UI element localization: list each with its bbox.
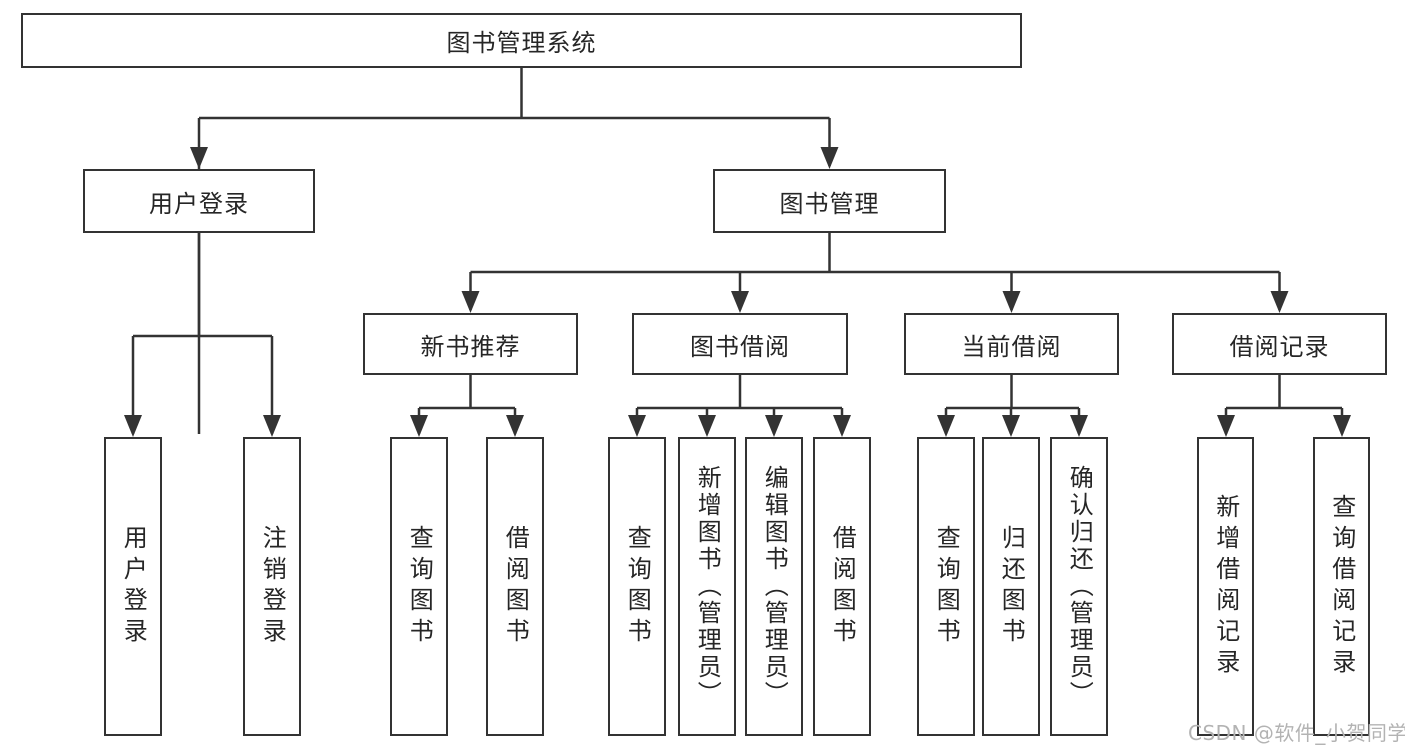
- connector-records-to-leaves: [1224, 375, 1344, 434]
- leaf-label: 注销登录: [258, 524, 287, 649]
- arrow-down-icon: [1217, 415, 1235, 437]
- leaf-confirm-return-admin: 确认归还（管理员）: [1050, 437, 1108, 736]
- leaf-label: 查询图书: [405, 524, 434, 649]
- leaf-user-login: 用户登录: [104, 437, 162, 736]
- arrow-down-icon: [1270, 291, 1289, 313]
- arrow-down-icon: [1002, 291, 1021, 313]
- leaf-logout-login: 注销登录: [243, 437, 301, 736]
- leaf-query-borrow-record: 查询借阅记录: [1313, 437, 1370, 736]
- arrow-down-icon: [1333, 415, 1351, 437]
- leaf-label: 查询图书: [932, 524, 961, 649]
- leaf-label: 编辑图书（管理员）: [760, 465, 789, 708]
- leaf-label: 借阅图书: [828, 524, 857, 649]
- arrow-down-icon: [628, 415, 646, 437]
- arrow-down-icon: [410, 415, 428, 437]
- node-label: 用户登录: [149, 189, 249, 218]
- leaf-query-books-recommend: 查询图书: [390, 437, 448, 736]
- arrow-down-icon: [937, 415, 955, 437]
- leaf-label: 借阅图书: [501, 524, 530, 649]
- connector-userlogin-to-leaves: [131, 233, 274, 434]
- leaf-label: 新增图书（管理员）: [693, 465, 722, 708]
- node-label: 新书推荐: [420, 332, 521, 361]
- node-label: 图书管理系统: [446, 29, 597, 57]
- leaf-add-borrow-record: 新增借阅记录: [1197, 437, 1254, 736]
- node-label: 图书管理: [779, 189, 880, 218]
- leaf-label: 新增借阅记录: [1211, 493, 1240, 680]
- node-label: 当前借阅: [961, 332, 1062, 361]
- arrow-down-icon: [1070, 415, 1088, 437]
- arrow-down-icon: [124, 415, 142, 437]
- node-user-login: 用户登录: [83, 169, 315, 233]
- leaf-label: 归还图书: [997, 524, 1026, 649]
- arrow-down-icon: [263, 415, 281, 437]
- leaf-query-books-borrow: 查询图书: [608, 437, 666, 736]
- arrow-down-icon: [833, 415, 851, 437]
- leaf-return-books: 归还图书: [982, 437, 1040, 736]
- csdn-watermark: CSDN @软件_小贺同学: [1188, 721, 1405, 745]
- leaf-label: 查询借阅记录: [1327, 493, 1356, 680]
- node-label: 借阅记录: [1229, 332, 1330, 361]
- leaf-add-books-admin: 新增图书（管理员）: [678, 437, 736, 736]
- node-current-borrow: 当前借阅: [904, 313, 1119, 375]
- node-book-borrow: 图书借阅: [632, 313, 848, 375]
- node-root-library-system: 图书管理系统: [21, 13, 1022, 68]
- arrowheads: [124, 147, 1351, 437]
- arrow-down-icon: [765, 415, 783, 437]
- node-new-book-recommend: 新书推荐: [363, 313, 578, 375]
- node-book-management: 图书管理: [713, 169, 946, 233]
- leaf-edit-books-admin: 编辑图书（管理员）: [745, 437, 803, 736]
- arrow-down-icon: [820, 147, 839, 169]
- arrow-down-icon: [506, 415, 524, 437]
- arrow-down-icon: [698, 415, 716, 437]
- leaf-label: 用户登录: [119, 524, 148, 649]
- connector-borrow-to-leaves: [635, 375, 844, 434]
- arrow-down-icon: [731, 291, 749, 313]
- arrow-down-icon: [190, 147, 208, 169]
- arrow-down-icon: [461, 291, 480, 313]
- node-borrow-records: 借阅记录: [1172, 313, 1387, 375]
- connector-root-to-level2: [197, 68, 831, 434]
- node-label: 图书借阅: [690, 332, 790, 361]
- leaf-borrow-books-recommend: 借阅图书: [486, 437, 544, 736]
- connector-bookmgmt-to-level3: [469, 233, 1281, 310]
- leaf-query-books-current: 查询图书: [917, 437, 975, 736]
- arrow-down-icon: [1002, 415, 1020, 437]
- connector-recommend-to-leaves: [417, 375, 517, 434]
- leaf-borrow-books: 借阅图书: [813, 437, 871, 736]
- leaf-label: 确认归还（管理员）: [1065, 465, 1094, 708]
- leaf-label: 查询图书: [623, 524, 652, 649]
